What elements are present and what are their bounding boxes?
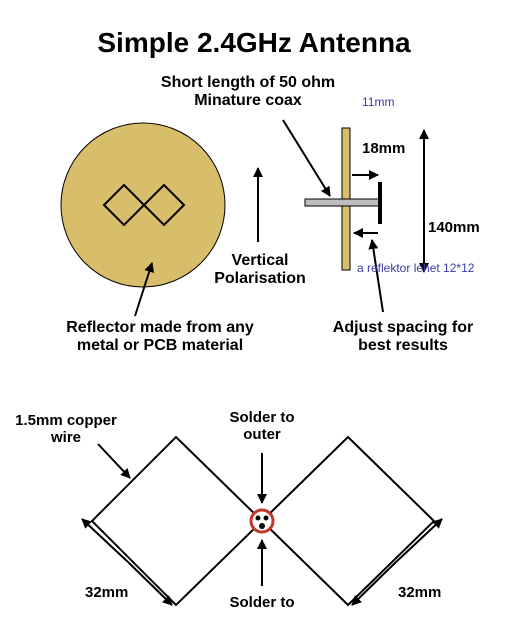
dim-32mm-left-arrow-a — [81, 518, 129, 563]
reflector-pointer-arrow — [134, 262, 155, 317]
dim-32mm-left-label: 32mm — [85, 584, 129, 601]
biquad-on-reflector — [102, 183, 186, 227]
dim-32mm-right-label: 32mm — [398, 584, 442, 601]
wire-label: 1.5mm copper wire — [6, 412, 126, 447]
polarisation-label-line2: Polarisation — [214, 269, 306, 287]
dim-32mm-left-arrow-b — [127, 561, 173, 606]
coax-label-line1: Short length of 50 ohm — [160, 74, 336, 91]
feed-point — [249, 508, 275, 534]
solder-outer-label-line2: outer — [243, 425, 281, 443]
page-title: Simple 2.4GHz Antenna — [97, 27, 411, 58]
reflector-size-note: a reflektor lehet 12*12 — [357, 261, 475, 275]
dim-32mm-right-arrow-a — [395, 518, 443, 563]
solder-inner-label: Solder to — [229, 594, 295, 611]
dim-32mm-right-arrow-b — [351, 561, 397, 606]
wire-pointer-arrow — [97, 443, 131, 479]
coax-label-line2: Minature coax — [194, 91, 302, 109]
wire-label-line1: 1.5mm copper — [15, 412, 117, 429]
polarisation-label: Vertical Polarisation — [195, 252, 325, 288]
coax-pointer-arrow — [282, 119, 331, 197]
adjust-spacing-label: Adjust spacing for best results — [308, 319, 498, 355]
adjust-spacing-label-line2: best results — [358, 336, 448, 354]
dim-140mm-label: 140mm — [428, 219, 480, 236]
coax-side — [304, 198, 381, 207]
adjust-spacing-label-line1: Adjust spacing for — [332, 319, 474, 336]
dim-18mm-label: 18mm — [362, 140, 406, 157]
coax-label: Short length of 50 ohm Minature coax — [138, 74, 358, 110]
dim-11mm-label: 11mm — [362, 95, 395, 109]
adjust-pointer-arrow — [368, 239, 384, 313]
wire-label-line2: wire — [50, 428, 81, 446]
polarisation-label-line1: Vertical — [231, 252, 289, 269]
reflector-label: Reflector made from any metal or PCB mat… — [35, 319, 285, 355]
reflector-label-line2: metal or PCB material — [76, 336, 244, 354]
reflector-label-line1: Reflector made from any — [66, 319, 254, 336]
solder-outer-label: Solder to outer — [207, 409, 317, 444]
solder-outer-label-line1: Solder to — [229, 409, 295, 426]
